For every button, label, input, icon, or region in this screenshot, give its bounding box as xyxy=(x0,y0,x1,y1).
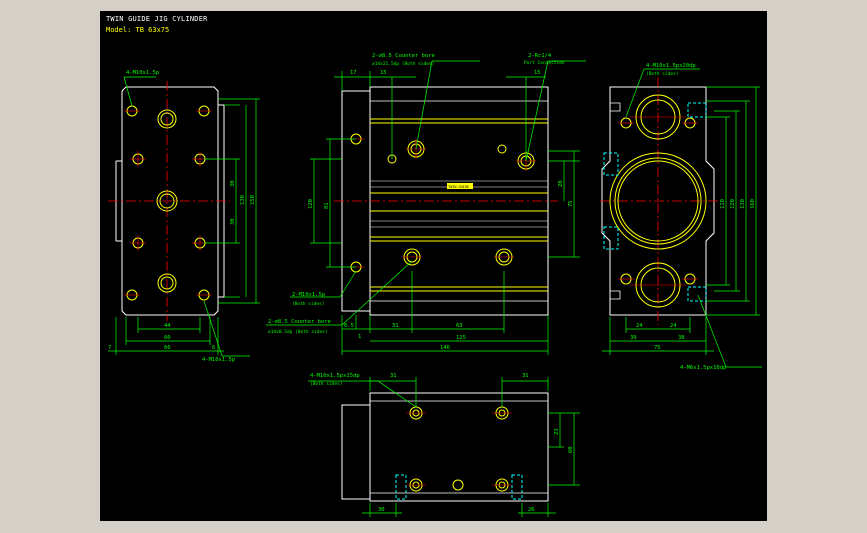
left-dim-60: 60 xyxy=(164,335,171,341)
left-dim-6: 6 xyxy=(212,345,215,351)
front-dim-15b: 15 xyxy=(534,70,541,76)
right-callout-top: 4-M10x1.5px20dp xyxy=(646,63,696,69)
bottom-callout-sub: (Both sides) xyxy=(310,381,343,387)
left-dim-130: 130 xyxy=(240,195,246,205)
front-dim-15a: 15 xyxy=(380,70,387,76)
drawing-title: TWIN GUIDE JIG CYLINDER xyxy=(106,15,208,23)
left-callout-top: 4-M10x1.5p xyxy=(126,70,159,76)
right-dim-110: 110 xyxy=(720,199,726,209)
bottom-dim-26: 26 xyxy=(528,507,535,513)
front-callout-tap-sub: (Both sides) xyxy=(292,301,325,307)
bottom-view: 4-M10x1.5px15dp (Both sides) 31 31 23 60… xyxy=(308,373,580,517)
bottom-callout: 4-M10x1.5px15dp xyxy=(310,373,360,379)
right-dim-120: 120 xyxy=(730,199,736,209)
front-view: TWIN GUIDE xyxy=(266,53,586,355)
front-dim-31: 31 xyxy=(392,323,399,329)
front-callout-tap: 2-M10x1.5p xyxy=(292,292,325,298)
bottom-dim-31a: 31 xyxy=(390,373,397,379)
right-dim-160: 160 xyxy=(750,199,756,209)
right-view: 4-M10x1.5px20dp (Both sides) 110 120 130… xyxy=(600,63,762,371)
left-dim-150: 150 xyxy=(250,195,256,205)
front-callout-cbore-sub: ⌀14x21.5dp (Both sides) xyxy=(372,61,434,67)
bottom-dim-31b: 31 xyxy=(522,373,529,379)
bottom-dim-23: 23 xyxy=(554,428,560,435)
right-dim-24b: 24 xyxy=(670,323,677,329)
right-callout-bottom: 4-M6x1.5px10dp xyxy=(680,365,726,371)
front-dim-146: 146 xyxy=(440,345,450,351)
right-dim-130: 130 xyxy=(740,199,746,209)
right-callout-top-sub: (Both sides) xyxy=(646,71,679,77)
front-callout-port: 2-Rc1/4 xyxy=(528,53,552,59)
front-callout-port-sub: Port Connection xyxy=(524,60,565,66)
front-dim-63: 63 xyxy=(456,323,463,329)
bottom-dim-60: 60 xyxy=(568,446,574,453)
front-callout-cbore2-sub: ⌀14x8.5dp (Both sides) xyxy=(268,329,328,335)
cad-drawing: 4-M10x1.5p 4-M10x1.5p 44 60 66 7 6 30 30… xyxy=(108,53,762,517)
front-dim-120: 120 xyxy=(308,199,314,209)
model-label: Model: TB 63x75 xyxy=(106,26,170,34)
front-dim-28: 28 xyxy=(558,180,564,187)
left-dim-7: 7 xyxy=(108,345,111,351)
front-callout-cbore2: 2-⌀8.5 Counter bore xyxy=(268,319,331,325)
right-dim-75: 75 xyxy=(654,345,661,351)
left-dim-66: 66 xyxy=(164,345,171,351)
bottom-dim-30: 30 xyxy=(378,507,385,513)
front-dim-1: 1 xyxy=(358,334,361,340)
left-dim-30a: 30 xyxy=(230,180,236,187)
front-dim-125: 125 xyxy=(456,335,466,341)
right-dim-39: 39 xyxy=(630,335,637,341)
right-dim-24a: 24 xyxy=(636,323,643,329)
left-dim-44: 44 xyxy=(164,323,171,329)
front-dim-8-5: 8.5 xyxy=(344,323,354,329)
left-view: 4-M10x1.5p 4-M10x1.5p 44 60 66 7 6 30 30… xyxy=(108,70,260,363)
front-dim-17: 17 xyxy=(350,70,357,76)
front-callout-cbore: 2-⌀8.5 Counter bore xyxy=(372,53,435,59)
cad-viewport[interactable]: TWIN GUIDE JIG CYLINDER Model: TB 63x75 xyxy=(100,11,767,521)
front-dim-81: 81 xyxy=(324,202,330,209)
right-dim-38: 38 xyxy=(678,335,685,341)
front-dim-75: 75 xyxy=(568,200,574,207)
left-callout-bottom: 4-M10x1.5p xyxy=(202,357,235,363)
nameplate: TWIN GUIDE xyxy=(448,185,469,189)
left-dim-30b: 30 xyxy=(230,218,236,225)
